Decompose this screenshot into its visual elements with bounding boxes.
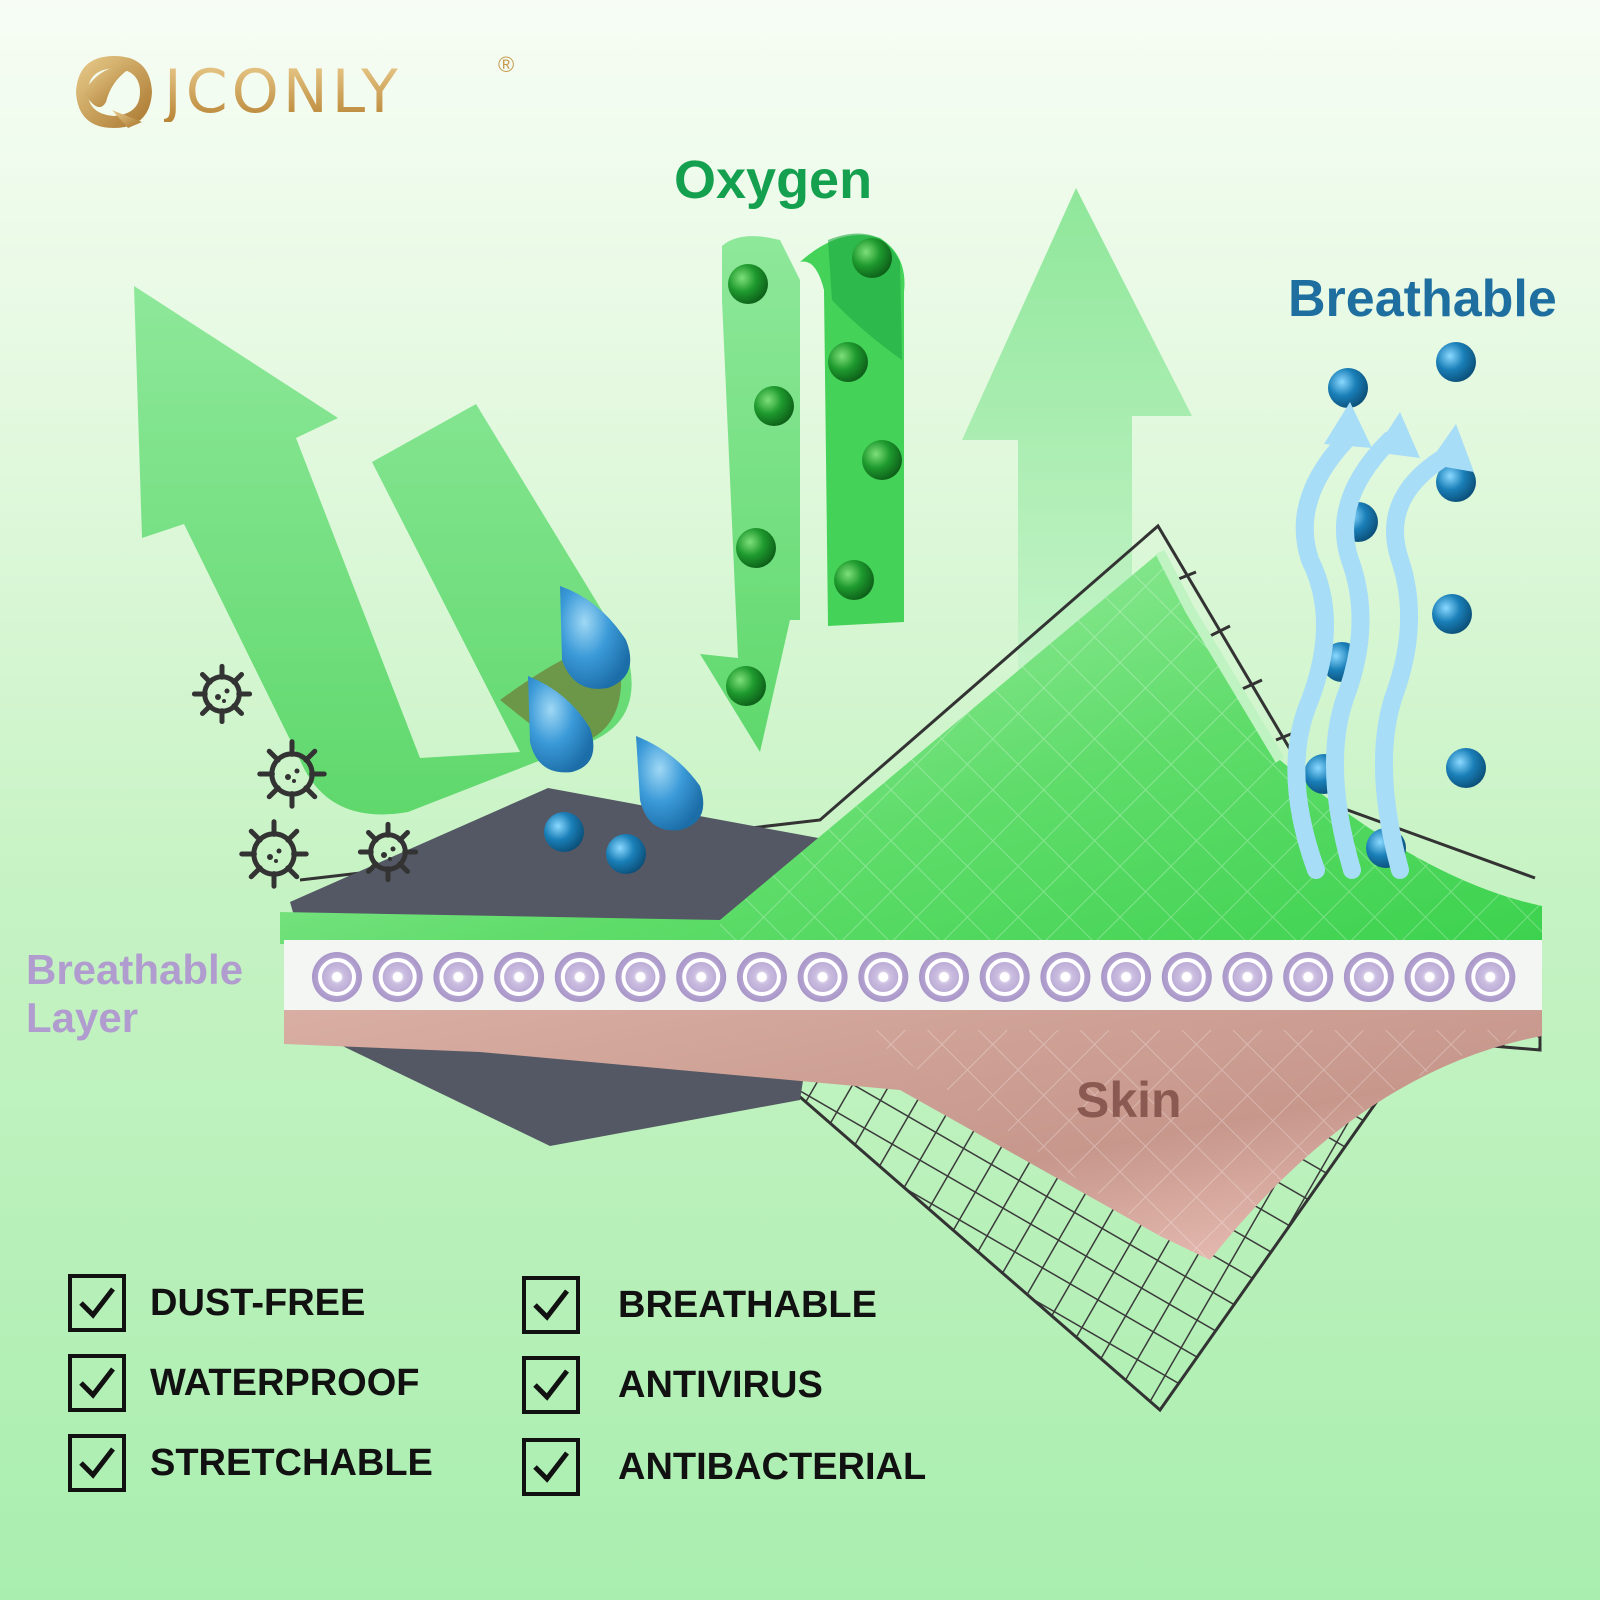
checkbox — [522, 1438, 580, 1496]
disc-icon — [676, 952, 727, 1002]
disc-icon — [1101, 952, 1152, 1002]
air-bubble-icon — [1432, 594, 1472, 634]
disc-icon — [1040, 952, 1091, 1002]
feature-label: ANTIBACTERIAL — [618, 1445, 927, 1488]
feature-item: WATERPROOF — [68, 1354, 420, 1412]
check-icon — [533, 1451, 569, 1483]
checkbox — [522, 1356, 580, 1414]
feature-label: STRETCHABLE — [150, 1441, 433, 1484]
breathable-discs — [312, 952, 1516, 1002]
checkbox — [68, 1354, 126, 1412]
air-bubble-icon — [1446, 748, 1486, 788]
water-drop-icon — [636, 736, 704, 831]
disc-icon — [494, 952, 545, 1002]
water-drop-icon — [560, 586, 631, 689]
feature-item: STRETCHABLE — [68, 1434, 433, 1492]
breathable-layer-label: Breathable Layer — [26, 946, 243, 1043]
oxygen-bubble-icon — [736, 528, 776, 568]
checkbox — [522, 1276, 580, 1334]
disc-icon — [797, 952, 848, 1002]
breathable-layer-line1: Breathable — [26, 946, 244, 993]
virus-icon — [257, 739, 327, 809]
feature-label: DUST-FREE — [150, 1281, 366, 1324]
oxygen-bubble-icon — [754, 386, 794, 426]
oxygen-bubble-icon — [828, 342, 868, 382]
disc-icon — [1283, 952, 1334, 1002]
feature-item: ANTIBACTERIAL — [522, 1438, 926, 1496]
disc-icon — [1404, 952, 1455, 1002]
check-icon — [79, 1447, 115, 1479]
water-drops — [528, 586, 704, 831]
check-icon — [79, 1287, 115, 1319]
virus-group — [191, 663, 419, 889]
feature-label: WATERPROOF — [150, 1361, 420, 1404]
big-up-arrow — [962, 188, 1192, 700]
oxygen-label: Oxygen — [674, 150, 873, 210]
brand: JCONLY — [72, 52, 402, 132]
logo-icon — [76, 56, 152, 128]
air-bubble-icon — [606, 834, 646, 874]
disc-icon — [1343, 952, 1394, 1002]
registered-mark: ® — [498, 52, 515, 77]
air-bubble-icon — [544, 812, 584, 852]
feature-label: BREATHABLE — [618, 1283, 877, 1326]
air-bubble-icon — [1328, 368, 1368, 408]
water-drop-icon — [528, 676, 594, 773]
disc-icon — [736, 952, 787, 1002]
virus-icon — [239, 819, 309, 889]
oxygen-bubble-icon — [834, 560, 874, 600]
breathable-label: Breathable — [1288, 270, 1557, 328]
virus-icon — [357, 821, 419, 883]
checkbox — [68, 1274, 126, 1332]
feature-item: ANTIVIRUS — [522, 1356, 823, 1414]
checkbox — [68, 1434, 126, 1492]
disc-icon — [554, 952, 605, 1002]
oxygen-bubble-icon — [862, 440, 902, 480]
disc-icon — [1161, 952, 1212, 1002]
breathable-layer-line2: Layer — [26, 994, 139, 1042]
check-icon — [79, 1367, 115, 1399]
disc-icon — [858, 952, 909, 1002]
disc-icon — [433, 952, 484, 1002]
oxygen-bubble-icon — [852, 238, 892, 278]
oxygen-ribbon — [700, 236, 800, 753]
disc-icon — [1222, 952, 1273, 1002]
air-flow-arrows — [1287, 431, 1449, 879]
u-arrow — [134, 286, 632, 815]
feature-item: DUST-FREE — [68, 1274, 365, 1332]
oxygen-bubble-icon — [728, 264, 768, 304]
disc-icon — [1465, 952, 1516, 1002]
virus-icon — [191, 663, 253, 725]
check-icon — [533, 1289, 569, 1321]
disc-icon — [919, 952, 969, 1002]
skin-label: Skin — [1076, 1072, 1182, 1128]
feature-label: ANTIVIRUS — [618, 1363, 823, 1406]
air-bubble-icon — [1436, 462, 1476, 502]
air-bubble-icon — [1436, 342, 1476, 382]
disc-icon — [372, 952, 423, 1002]
check-icon — [533, 1369, 569, 1401]
oxygen-bubble-icon — [726, 666, 766, 706]
brand-name: JCONLY — [164, 57, 402, 127]
disc-icon — [615, 952, 666, 1002]
feature-item: BREATHABLE — [522, 1276, 877, 1334]
disc-icon — [312, 952, 362, 1002]
disc-icon — [979, 952, 1030, 1002]
air-flow-arrowheads — [1324, 402, 1474, 472]
